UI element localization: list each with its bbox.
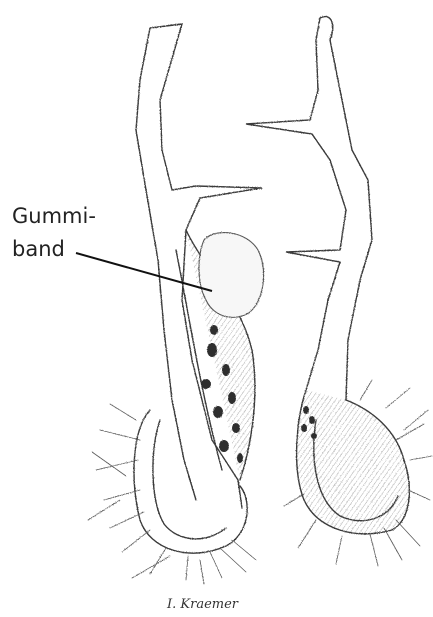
right-stem-inner bbox=[246, 18, 346, 390]
artist-signature: I. Kraemer bbox=[167, 597, 238, 612]
left-stem-inner bbox=[136, 28, 196, 500]
right-lobe bbox=[297, 390, 410, 534]
annotation-label-line2: band bbox=[12, 236, 65, 262]
annotation-label-line1: Gummi- bbox=[12, 203, 96, 229]
rubber-band-shape bbox=[199, 233, 264, 318]
right-specimen bbox=[246, 17, 432, 566]
annotation-leader-line bbox=[76, 253, 212, 291]
left-specimen bbox=[88, 24, 264, 584]
